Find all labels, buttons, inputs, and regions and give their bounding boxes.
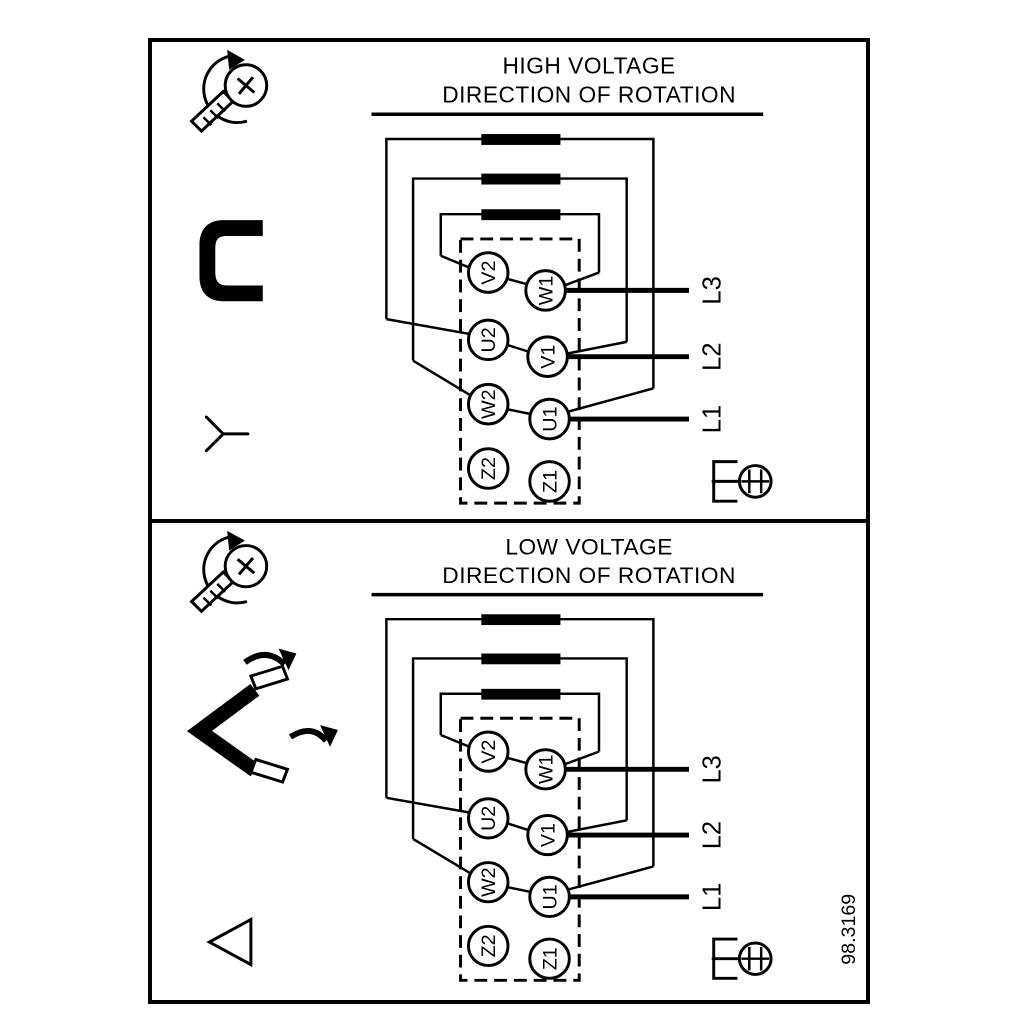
terminal-z2	[466, 924, 510, 968]
supply-label-l2: L2	[699, 821, 727, 849]
terminal-z1	[528, 937, 571, 980]
supply-label-l1: L1	[699, 405, 727, 434]
panel-subtitle: DIRECTION OF ROTATION	[442, 562, 736, 588]
wire	[505, 756, 529, 765]
screw-rotation-icon	[189, 530, 269, 614]
terminal-v1	[526, 813, 569, 857]
panel-title: LOW VOLTAGE	[505, 533, 673, 559]
supply-labels: L3 L2 L1	[699, 276, 727, 433]
wire	[386, 796, 470, 814]
terminal-label-v2: V2	[478, 740, 500, 764]
link-bar	[481, 209, 561, 221]
wire	[505, 277, 529, 286]
wire	[563, 750, 600, 766]
terminal-label-z2: Z2	[478, 457, 500, 480]
wire	[506, 343, 530, 353]
wire	[566, 340, 627, 355]
delta-symbol-icon	[206, 916, 253, 968]
terminal-z1	[528, 460, 571, 503]
terminal-label-z2: Z2	[478, 935, 500, 958]
terminal-label-w2: W2	[478, 389, 500, 419]
supply-label-l1: L1	[699, 883, 727, 911]
wire	[506, 407, 532, 416]
terminal-label-z1: Z1	[539, 947, 561, 970]
wiring-diagram: HIGH VOLTAGE DIRECTION OF ROTATION	[148, 38, 870, 1004]
supply-labels: L3 L2 L1	[699, 755, 727, 911]
wire	[411, 657, 628, 839]
supply-lines	[564, 766, 689, 900]
terminal-w1	[524, 748, 567, 791]
wire	[440, 254, 470, 269]
terminal-w2	[466, 861, 510, 904]
panel-title: HIGH VOLTAGE	[503, 53, 676, 79]
low-voltage-panel: LOW VOLTAGE DIRECTION OF ROTATION	[152, 519, 866, 982]
figure-number: 98.3169	[838, 894, 860, 965]
wire	[506, 885, 532, 894]
arrowhead-icon	[320, 725, 338, 747]
terminal-box	[459, 716, 581, 982]
arrowhead-icon	[278, 648, 297, 671]
terminal-u1	[528, 397, 571, 441]
supply-label-l2: L2	[699, 342, 727, 371]
terminal-label-w1: W1	[535, 755, 557, 784]
terminal-box	[459, 237, 581, 505]
star-symbol-icon	[204, 415, 250, 453]
terminal-label-u2: U2	[478, 327, 500, 352]
wire	[566, 819, 627, 834]
open-link-icon	[186, 648, 338, 784]
wire	[439, 212, 601, 273]
wire	[440, 733, 470, 748]
terminal-label-w1: W1	[536, 276, 558, 306]
terminal-label-v1: V1	[537, 823, 559, 847]
link-bar	[481, 134, 561, 145]
terminal-w1	[524, 269, 567, 312]
screw-rotation-icon	[189, 49, 269, 134]
wire	[563, 271, 600, 287]
wire	[411, 177, 628, 361]
terminal-label-v2: V2	[478, 260, 500, 284]
terminal-label-z1: Z1	[539, 470, 561, 493]
panel-subtitle: DIRECTION OF ROTATION	[442, 81, 736, 107]
wire	[439, 692, 601, 752]
wire	[386, 317, 470, 336]
terminal-w2	[466, 382, 510, 426]
wire	[506, 822, 530, 832]
wire	[566, 387, 654, 414]
terminal-label-u1: U1	[539, 406, 561, 431]
terminal-v2	[466, 251, 510, 294]
supply-label-l3: L3	[699, 755, 727, 783]
cable-clamp-icon	[711, 460, 773, 503]
high-voltage-panel: HIGH VOLTAGE DIRECTION OF ROTATION	[189, 49, 773, 505]
terminal-z2	[466, 447, 510, 490]
terminal-label-v1: V1	[537, 345, 559, 369]
terminal-links	[481, 134, 561, 221]
terminal-u2	[466, 797, 510, 840]
link-bar	[481, 688, 561, 700]
arrowhead-icon	[227, 49, 245, 70]
terminal-v1	[526, 335, 569, 378]
terminal-label-w2: W2	[478, 867, 500, 896]
link-bar	[481, 614, 561, 626]
arrowhead-icon	[227, 530, 245, 551]
wire	[566, 865, 654, 892]
terminal-label-u1: U1	[539, 884, 561, 909]
terminal-links	[481, 614, 561, 700]
supply-label-l3: L3	[699, 276, 727, 305]
terminal-u2	[466, 318, 510, 362]
terminal-u1	[528, 875, 571, 918]
link-bar	[481, 173, 561, 185]
supply-lines	[564, 287, 689, 422]
terminals: V2 U2 W2 Z2 W1 V1 U1 Z1	[466, 730, 571, 980]
link-bar	[481, 653, 561, 665]
cable-clamp-icon	[711, 937, 773, 980]
terminal-label-u2: U2	[478, 806, 500, 831]
link-bracket-icon	[199, 220, 263, 302]
terminal-v2	[466, 730, 510, 773]
terminals: V2 U2 W2 Z2 W1 V1 U1 Z1	[466, 251, 571, 503]
